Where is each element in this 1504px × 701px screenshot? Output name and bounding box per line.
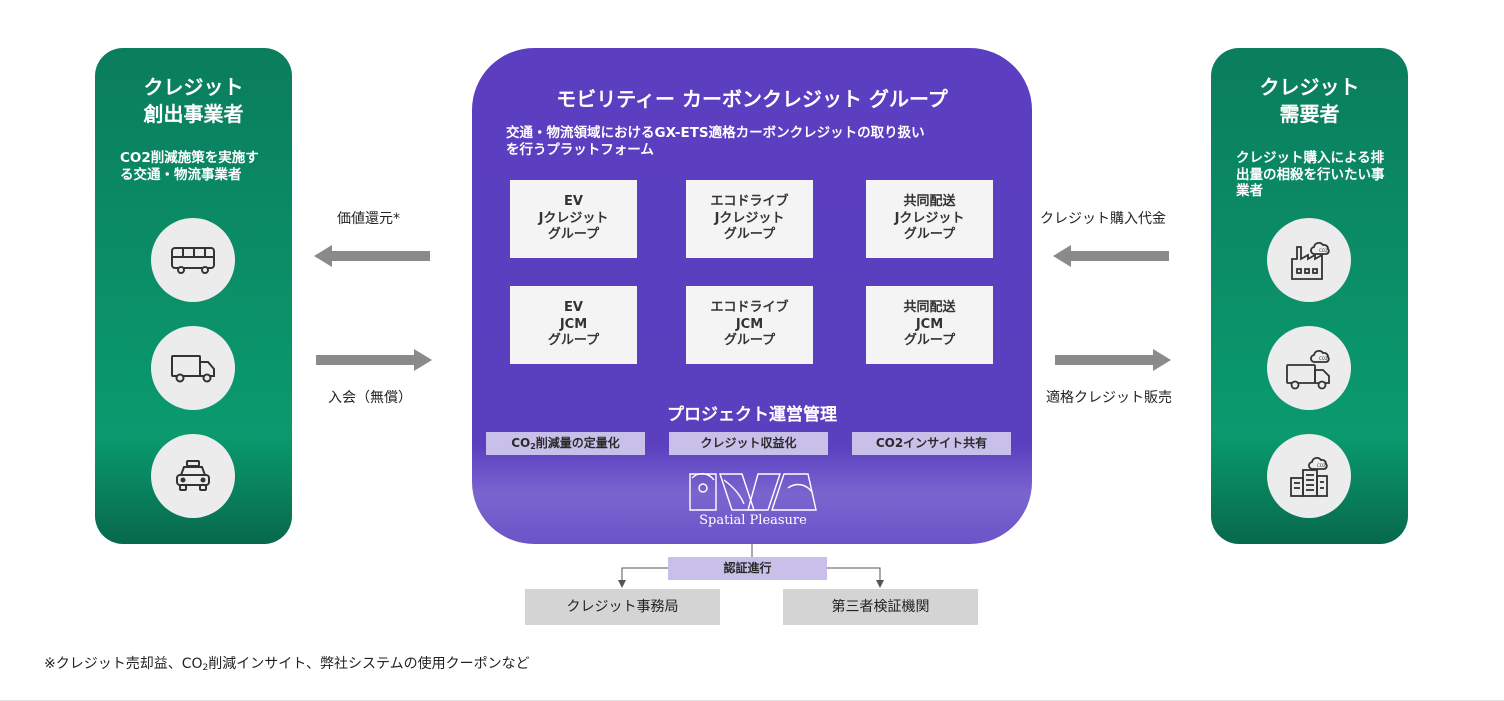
group-joint-delivery-j-credit: 共同配送 Jクレジット グループ [866,180,993,258]
project-management-title: プロジェクト運営管理 [667,405,837,425]
panel-description: CO2削減施策を実施する交通・物流事業者 [120,150,259,183]
tag-co2-quantification: CO2削減量の定量化 [486,432,645,455]
arrow-left-value-return [314,245,430,267]
arrow-right-eligible-sale [1055,349,1171,371]
third-party-verifier-box: 第三者検証機関 [783,589,978,625]
logo-wordmark: Spatial Pleasure [699,513,807,528]
group-joint-delivery-jcm: 共同配送 JCM グループ [866,286,993,364]
center-title: モビリティー カーボンクレジット グループ [556,87,948,111]
building-co2-icon: CO2 [1267,434,1351,518]
tag-co2-insight-sharing: CO2インサイト共有 [852,432,1011,455]
label-membership: 入会（無償） [328,390,412,406]
spatial-pleasure-logo: Spatial Pleasure [684,468,822,532]
group-ecodrive-jcm: エコドライブ JCM グループ [686,286,813,364]
group-ev-j-credit: EV Jクレジット グループ [510,180,637,258]
bus-icon [151,218,235,302]
truck-co2-icon: CO2 [1267,326,1351,410]
panel-description: クレジット購入による排出量の相殺を行いたい事業者 [1236,150,1385,199]
footnote: ※クレジット売却益、CO2削減インサイト、弊社システムの使用クーポンなど [44,656,530,673]
credit-secretariat-box: クレジット事務局 [525,589,720,625]
svg-text:CO2: CO2 [1319,356,1328,361]
certification-connectors [618,544,884,588]
panel-title: クレジット 創出事業者 [143,75,244,126]
arrow-right-membership [316,349,432,371]
credit-buyer-panel: クレジット 需要者 クレジット購入による排出量の相殺を行いたい事業者 CO2 C… [1211,48,1408,544]
svg-text:CO2: CO2 [1319,248,1328,253]
label-value-return: 価値還元* [337,211,400,227]
credit-creator-panel: クレジット 創出事業者 CO2削減施策を実施する交通・物流事業者 [95,48,292,544]
factory-co2-icon: CO2 [1267,218,1351,302]
label-eligible-sale: 適格クレジット販売 [1046,390,1172,406]
label-credit-payment: クレジット購入代金 [1040,211,1166,227]
taxi-icon [151,434,235,518]
mobility-carbon-credit-group-panel: モビリティー カーボンクレジット グループ 交通・物流領域におけるGX-ETS適… [472,48,1032,544]
tag-credit-monetization: クレジット収益化 [669,432,828,455]
center-description: 交通・物流領域におけるGX-ETS適格カーボンクレジットの取り扱い を行うプラッ… [506,125,925,158]
truck-icon [151,326,235,410]
group-ecodrive-j-credit: エコドライブ Jクレジット グループ [686,180,813,258]
panel-title: クレジット 需要者 [1259,75,1360,126]
group-ev-jcm: EV JCM グループ [510,286,637,364]
svg-text:CO2: CO2 [1317,463,1326,468]
arrow-left-credit-payment [1053,245,1169,267]
certification-progress-label: 認証進行 [668,557,827,580]
